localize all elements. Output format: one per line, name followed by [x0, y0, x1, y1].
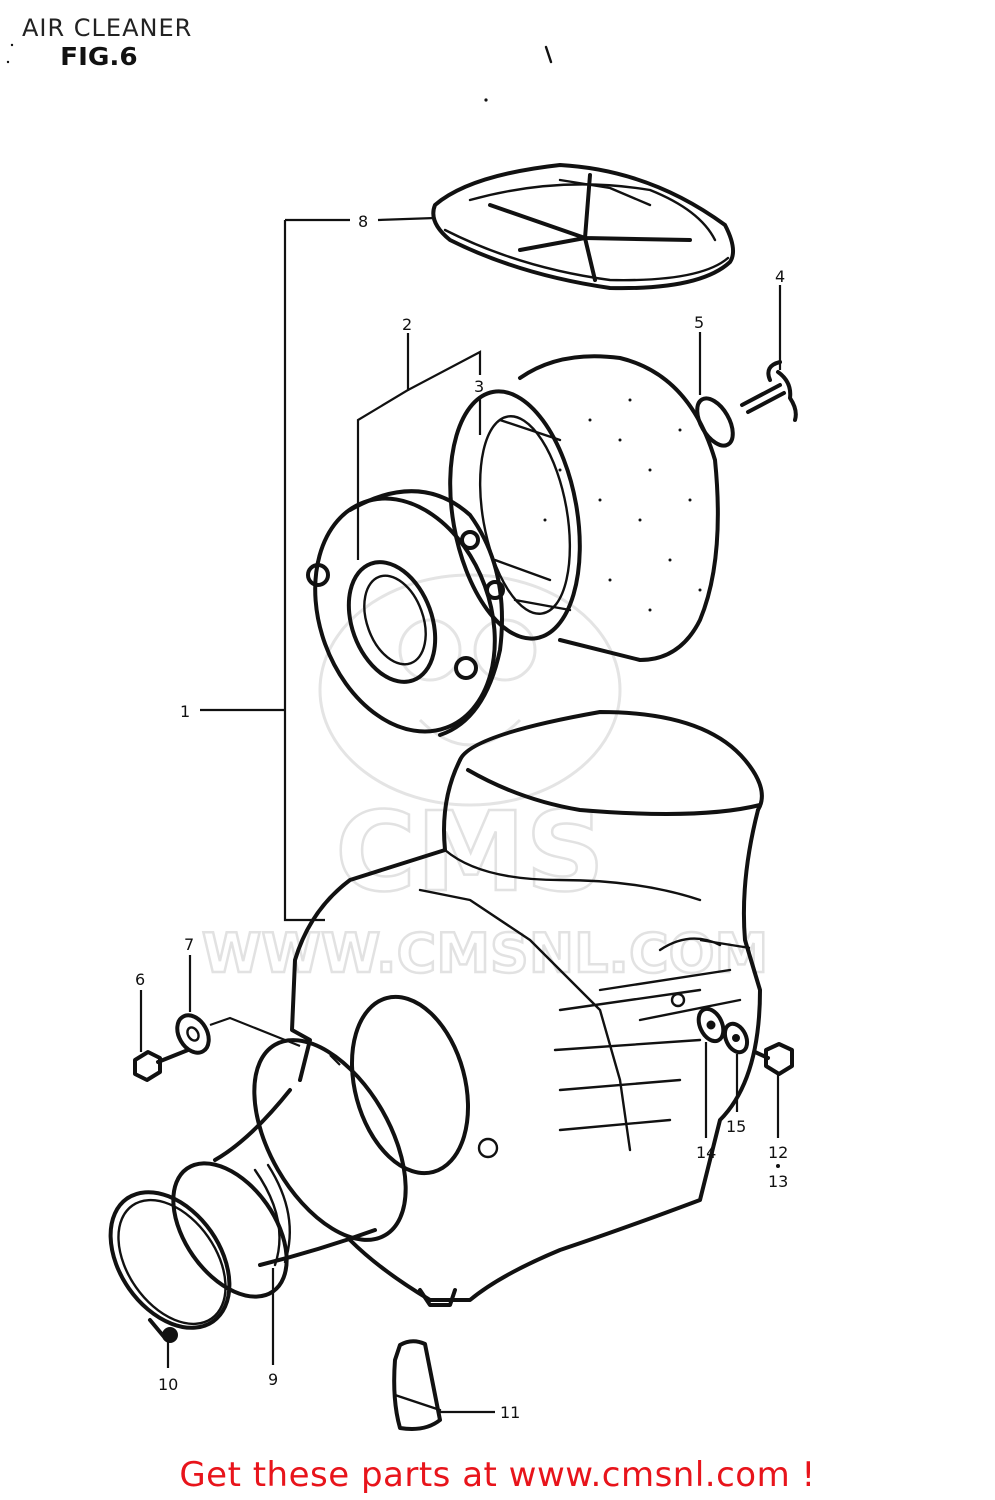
callout-1: 1: [180, 702, 190, 721]
washer-part-5: [695, 396, 735, 448]
watermark-brand: CMS: [335, 788, 604, 916]
callout-14: 14: [696, 1143, 716, 1162]
callout-labels: 1 2 3 4 5 6 7 8 9 10 11 12 13 14 15: [135, 212, 788, 1422]
foam-filter-part-3: [448, 354, 720, 662]
filter-cage-part-8: [431, 163, 736, 291]
leader-lines: [139, 216, 782, 1414]
callout-6: 6: [135, 970, 145, 989]
callout-7: 7: [184, 935, 194, 954]
callout-12: 12: [768, 1143, 788, 1162]
callout-separator-dot: [776, 1164, 780, 1168]
drain-tube-part-11: [392, 1339, 442, 1431]
scan-specks: [6, 43, 553, 102]
bolt-part-12: [753, 1042, 794, 1076]
get-parts-link[interactable]: Get these parts at www.cmsnl.com !: [179, 1455, 816, 1495]
filter-plate-part-2: [306, 489, 505, 737]
washer-part-7: [175, 1013, 211, 1055]
watermark-site: WWW.CMSNL.COM: [202, 922, 768, 985]
callout-8: 8: [358, 212, 368, 231]
callout-3: 3: [474, 377, 484, 396]
bolt-part-6: [133, 1048, 190, 1082]
callout-4: 4: [775, 267, 785, 286]
figure-label: FIG.6: [60, 42, 138, 71]
wing-bolt-part-4: [740, 360, 798, 422]
air-cleaner-housing: [290, 710, 764, 1307]
callout-15: 15: [726, 1117, 746, 1136]
callout-2: 2: [402, 315, 412, 334]
diagram-title: AIR CLEANER: [22, 14, 193, 42]
grommet-part-14: [696, 1006, 726, 1044]
callout-9: 9: [268, 1370, 278, 1389]
intake-boot-part-9: [171, 1038, 408, 1299]
hose-clamp-part-10: [108, 1190, 232, 1343]
callout-11: 11: [500, 1403, 520, 1422]
callout-13: 13: [768, 1172, 788, 1191]
collar-part-15: [722, 1021, 750, 1055]
callout-5: 5: [694, 313, 704, 332]
callout-10: 10: [158, 1375, 178, 1394]
